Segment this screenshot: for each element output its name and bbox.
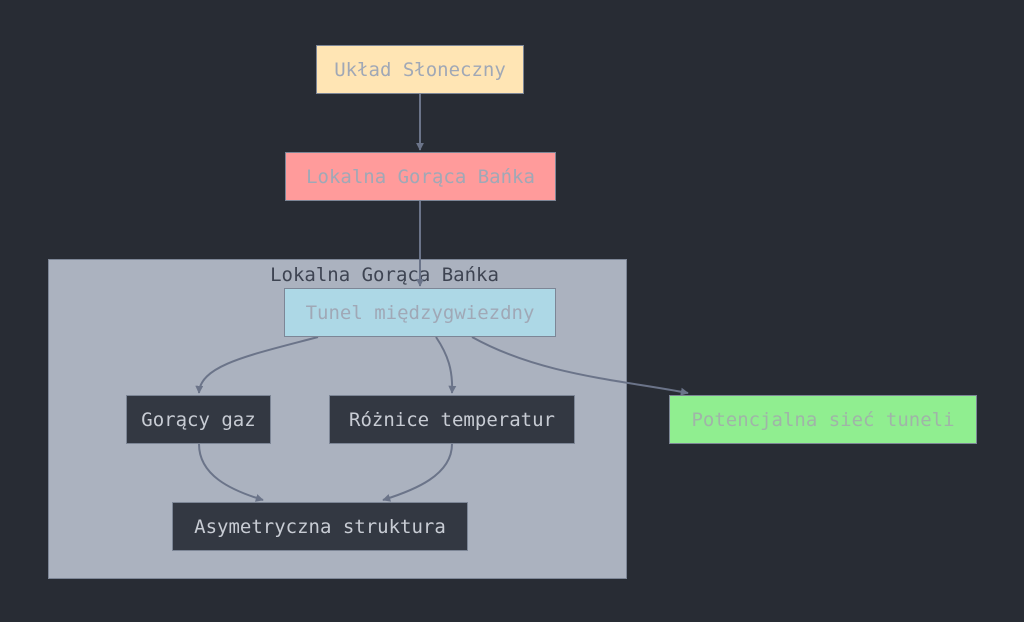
- node-asymmetric-structure[interactable]: Asymetryczna struktura: [172, 502, 468, 551]
- node-label: Układ Słoneczny: [334, 58, 506, 81]
- node-label: Różnice temperatur: [349, 408, 555, 431]
- node-hot-gas[interactable]: Gorący gaz: [126, 395, 271, 444]
- node-label: Potencjalna sieć tuneli: [691, 408, 955, 431]
- cluster-label: Lokalna Gorąca Bańka: [270, 264, 499, 286]
- node-solar-system[interactable]: Układ Słoneczny: [316, 45, 524, 94]
- node-temperature-differences[interactable]: Różnice temperatur: [329, 395, 575, 444]
- node-label: Asymetryczna struktura: [194, 515, 446, 538]
- node-label: Gorący gaz: [141, 408, 256, 431]
- node-label: Lokalna Gorąca Bańka: [306, 165, 535, 188]
- node-interstellar-tunnel[interactable]: Tunel międzygwiezdny: [284, 288, 556, 337]
- node-local-hot-bubble[interactable]: Lokalna Gorąca Bańka: [285, 152, 556, 201]
- node-tunnel-network[interactable]: Potencjalna sieć tuneli: [669, 395, 977, 444]
- node-label: Tunel międzygwiezdny: [305, 301, 535, 324]
